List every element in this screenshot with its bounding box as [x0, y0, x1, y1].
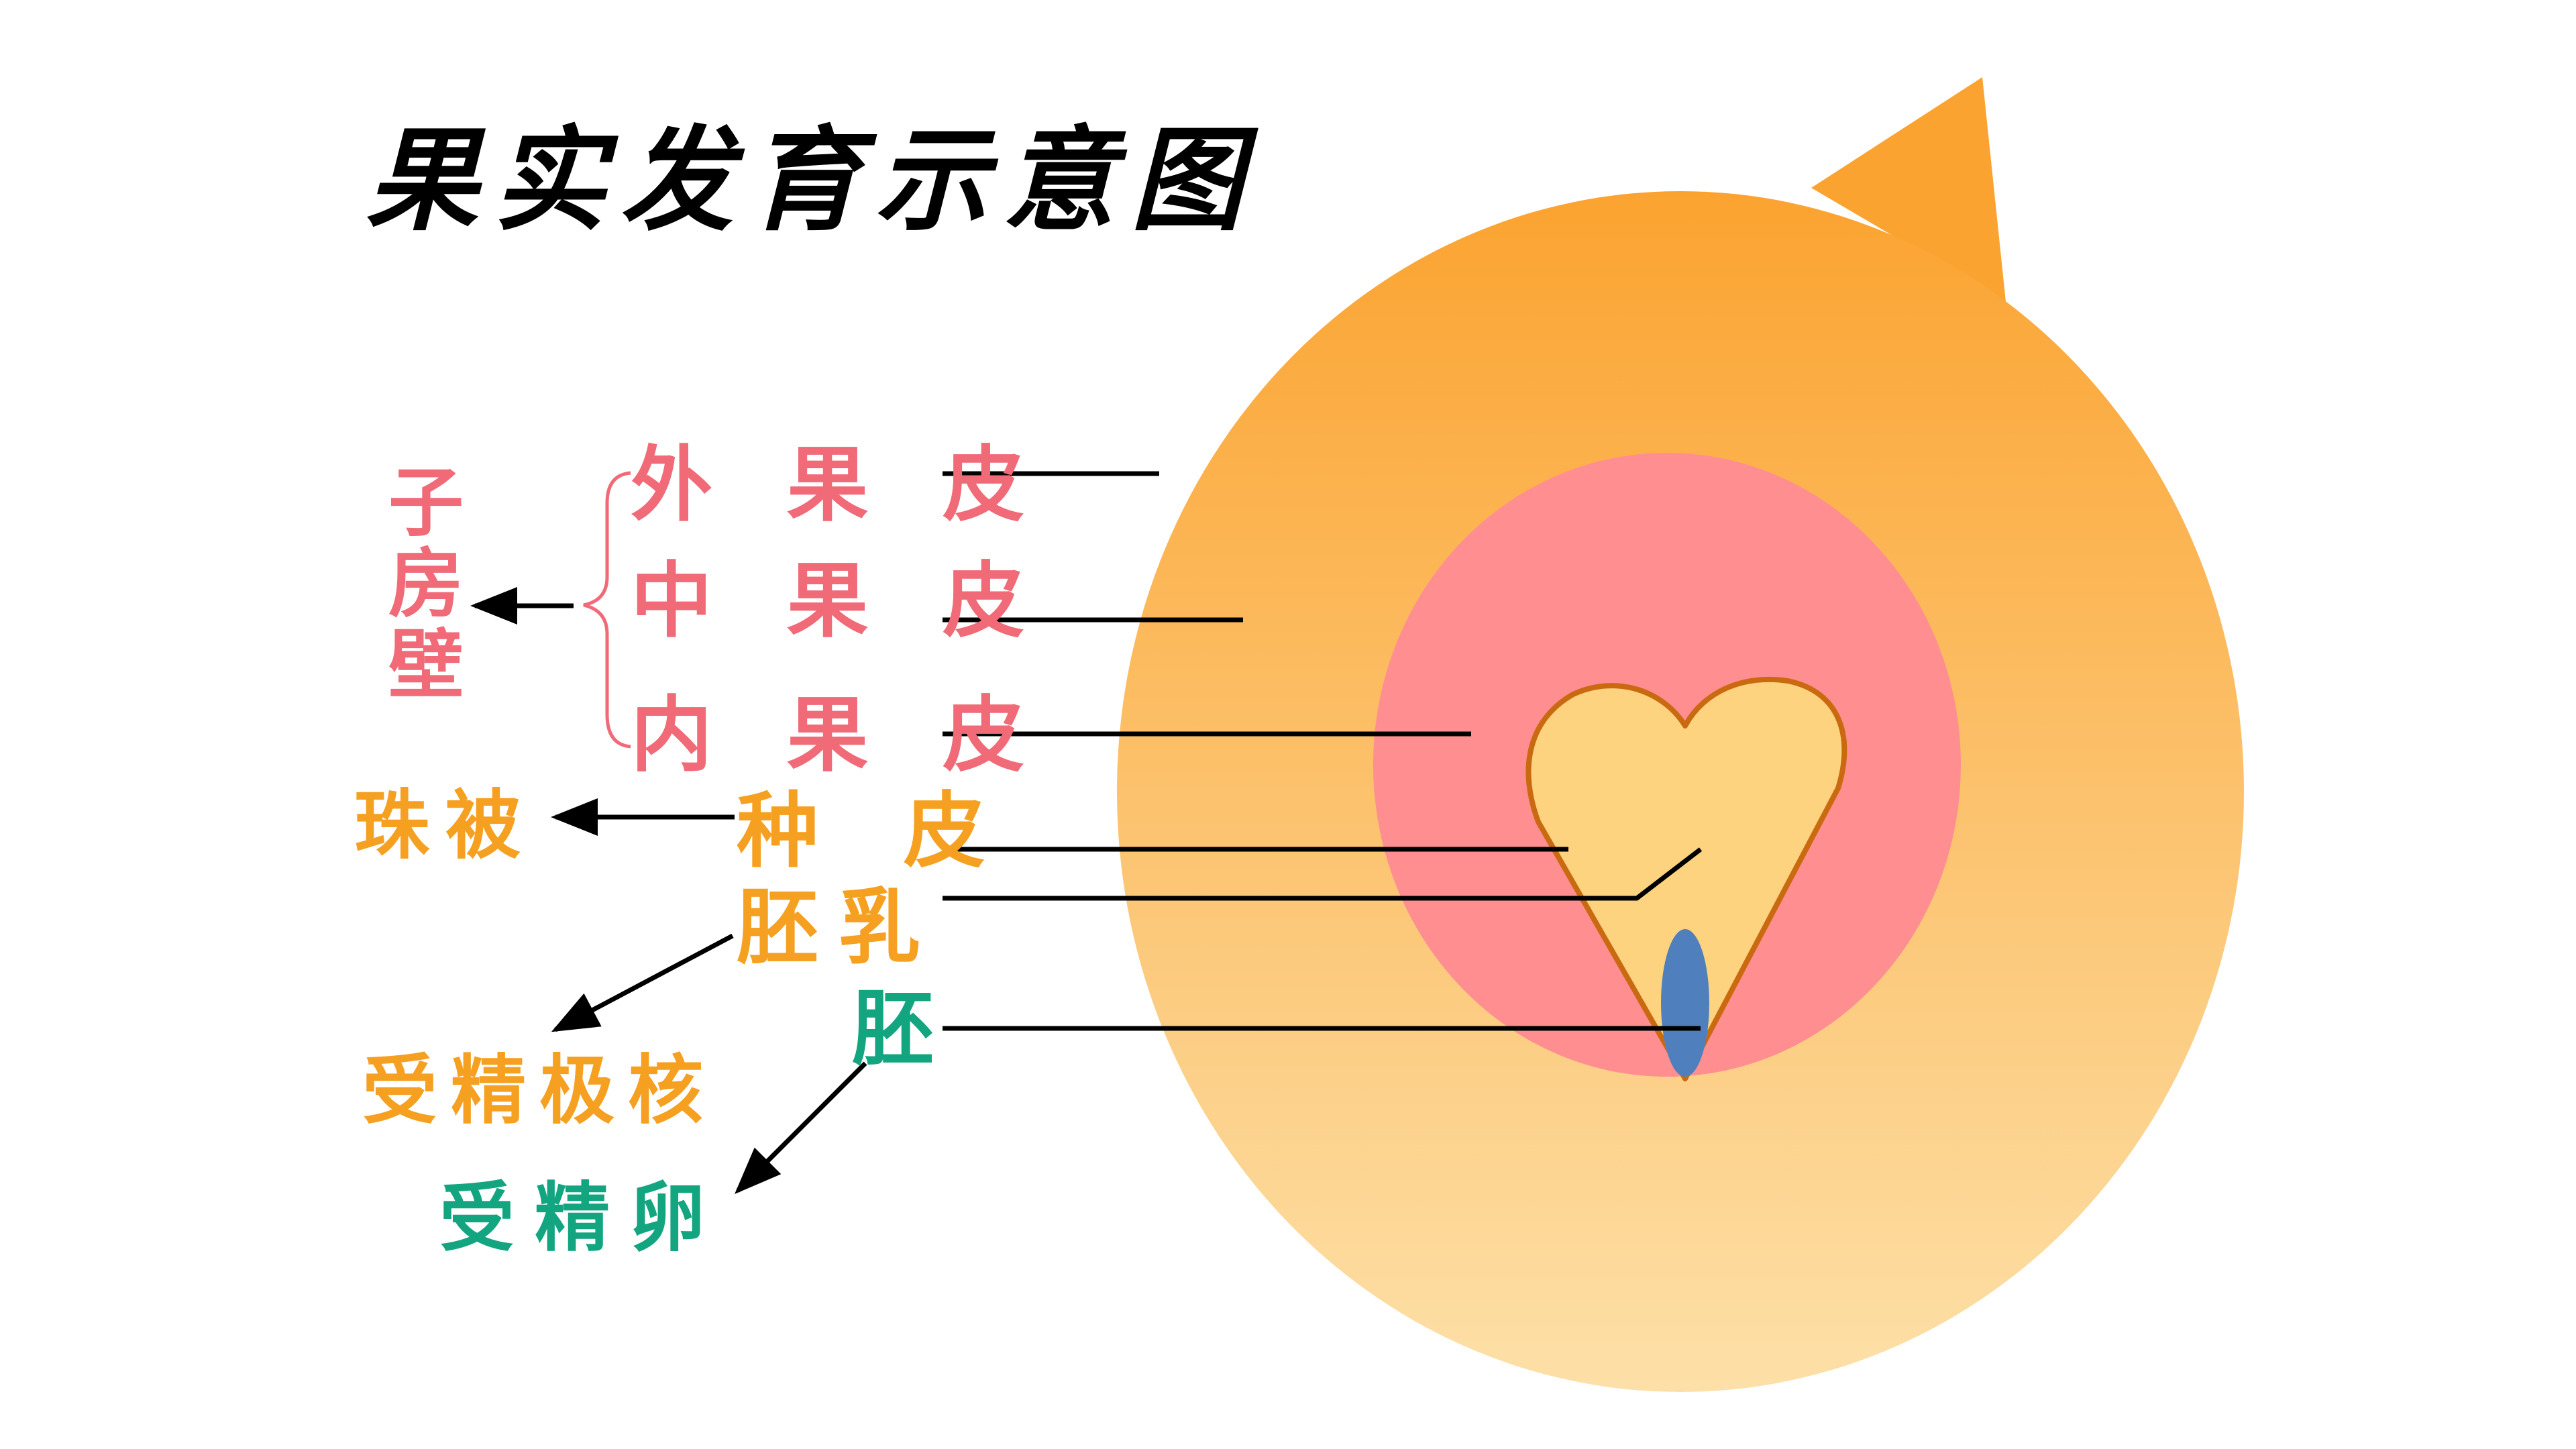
endocarp-label: 内 果 皮	[631, 688, 1047, 783]
embryo-origin-label: 受精卵	[439, 1175, 725, 1262]
page-title: 果实发育示意图	[366, 115, 1258, 246]
seed-coat-label: 种 皮	[737, 784, 1014, 879]
mesocarp-label: 中 果 皮	[631, 553, 1047, 649]
endosperm-label: 胚乳	[737, 880, 941, 975]
endosperm-origin-label: 受精极核	[362, 1047, 716, 1134]
embryo-origin-arrow	[735, 1061, 867, 1194]
exocarp-label: 外 果 皮	[631, 437, 1047, 533]
embryo-shape	[1661, 929, 1709, 1077]
fruit-stalk-tip	[1811, 77, 2006, 302]
endosperm-pointer-line	[943, 847, 1703, 901]
embryo-label: 胚	[852, 981, 934, 1077]
endosperm-origin-arrow	[551, 933, 734, 1032]
ovary-wall-label: 子房壁	[388, 460, 464, 709]
seed-heart	[1525, 676, 1847, 1081]
ovary-wall-brace	[583, 471, 631, 749]
seed-coat-origin-label: 珠被	[354, 782, 537, 869]
